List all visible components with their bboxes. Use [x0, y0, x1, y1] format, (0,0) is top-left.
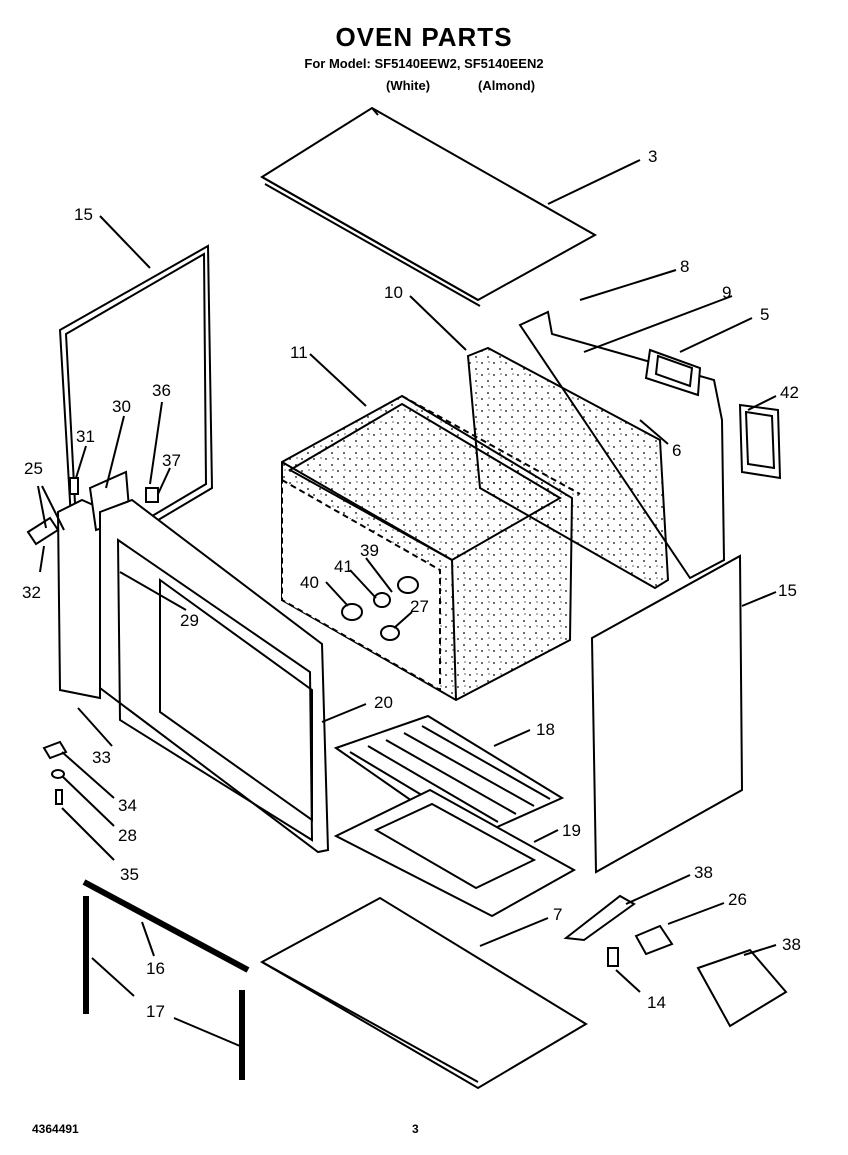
callout-label: 15 — [778, 581, 797, 600]
part-top-panel — [260, 106, 598, 307]
callout-label: 11 — [290, 343, 308, 362]
parts-drawing — [26, 106, 788, 1090]
part-door-panel — [99, 498, 330, 854]
callout-label: 25 — [24, 459, 43, 478]
part-oven-cavity — [281, 394, 581, 702]
leader-lines — [37, 159, 777, 1047]
callout-labels: 3 15 8 9 10 5 11 42 36 30 31 37 6 25 39 41 32 40 27 29 15 20 1… — [22, 147, 801, 1021]
callout-label: 10 — [384, 283, 403, 302]
part-bracket-42 — [738, 403, 782, 480]
variant-almond-label: (Almond) — [478, 78, 536, 93]
callout-label: 15 — [74, 205, 93, 224]
callout-label: 16 — [146, 959, 165, 978]
callout-label: 33 — [92, 748, 111, 767]
part-right-side-panel — [590, 554, 744, 874]
callout-label: 30 — [112, 397, 131, 416]
callout-label: 17 — [146, 1002, 165, 1021]
document-number: 4364491 — [32, 1122, 79, 1136]
part-bottom-panel — [259, 896, 588, 1090]
part-hardware — [563, 894, 788, 1028]
callout-label: 18 — [536, 720, 555, 739]
part-small-hardware — [26, 477, 159, 805]
callout-label: 28 — [118, 826, 137, 845]
callout-label: 20 — [374, 693, 393, 712]
callout-label: 3 — [648, 147, 657, 166]
callout-label: 8 — [680, 257, 689, 276]
callout-label: 38 — [694, 863, 713, 882]
callout-label: 14 — [647, 993, 666, 1012]
part-knobs — [341, 576, 419, 641]
callout-label: 38 — [782, 935, 801, 954]
callout-label: 27 — [410, 597, 429, 616]
callout-label: 36 — [152, 381, 171, 400]
callout-label: 5 — [760, 305, 769, 324]
callout-label: 35 — [120, 865, 139, 884]
callout-label: 19 — [562, 821, 581, 840]
callout-label: 41 — [334, 557, 353, 576]
callout-label: 39 — [360, 541, 379, 560]
callout-label: 37 — [162, 451, 181, 470]
callout-label: 34 — [118, 796, 137, 815]
callout-label: 40 — [300, 573, 319, 592]
model-subtitle: For Model: SF5140EEW2, SF5140EEN2 — [304, 56, 544, 71]
callout-label: 9 — [722, 283, 731, 302]
part-strips — [82, 879, 250, 1080]
callout-label: 42 — [780, 383, 799, 402]
diagram-title: OVEN PARTS — [335, 22, 513, 52]
callout-label: 7 — [553, 905, 562, 924]
variant-white-label: (White) — [386, 78, 431, 93]
callout-label: 6 — [672, 441, 681, 460]
callout-label: 26 — [728, 890, 747, 909]
callout-label: 29 — [180, 611, 199, 630]
part-broil-pan — [333, 788, 577, 918]
page-number: 3 — [412, 1122, 419, 1136]
callout-label: 31 — [76, 427, 95, 446]
callout-label: 32 — [22, 583, 41, 602]
